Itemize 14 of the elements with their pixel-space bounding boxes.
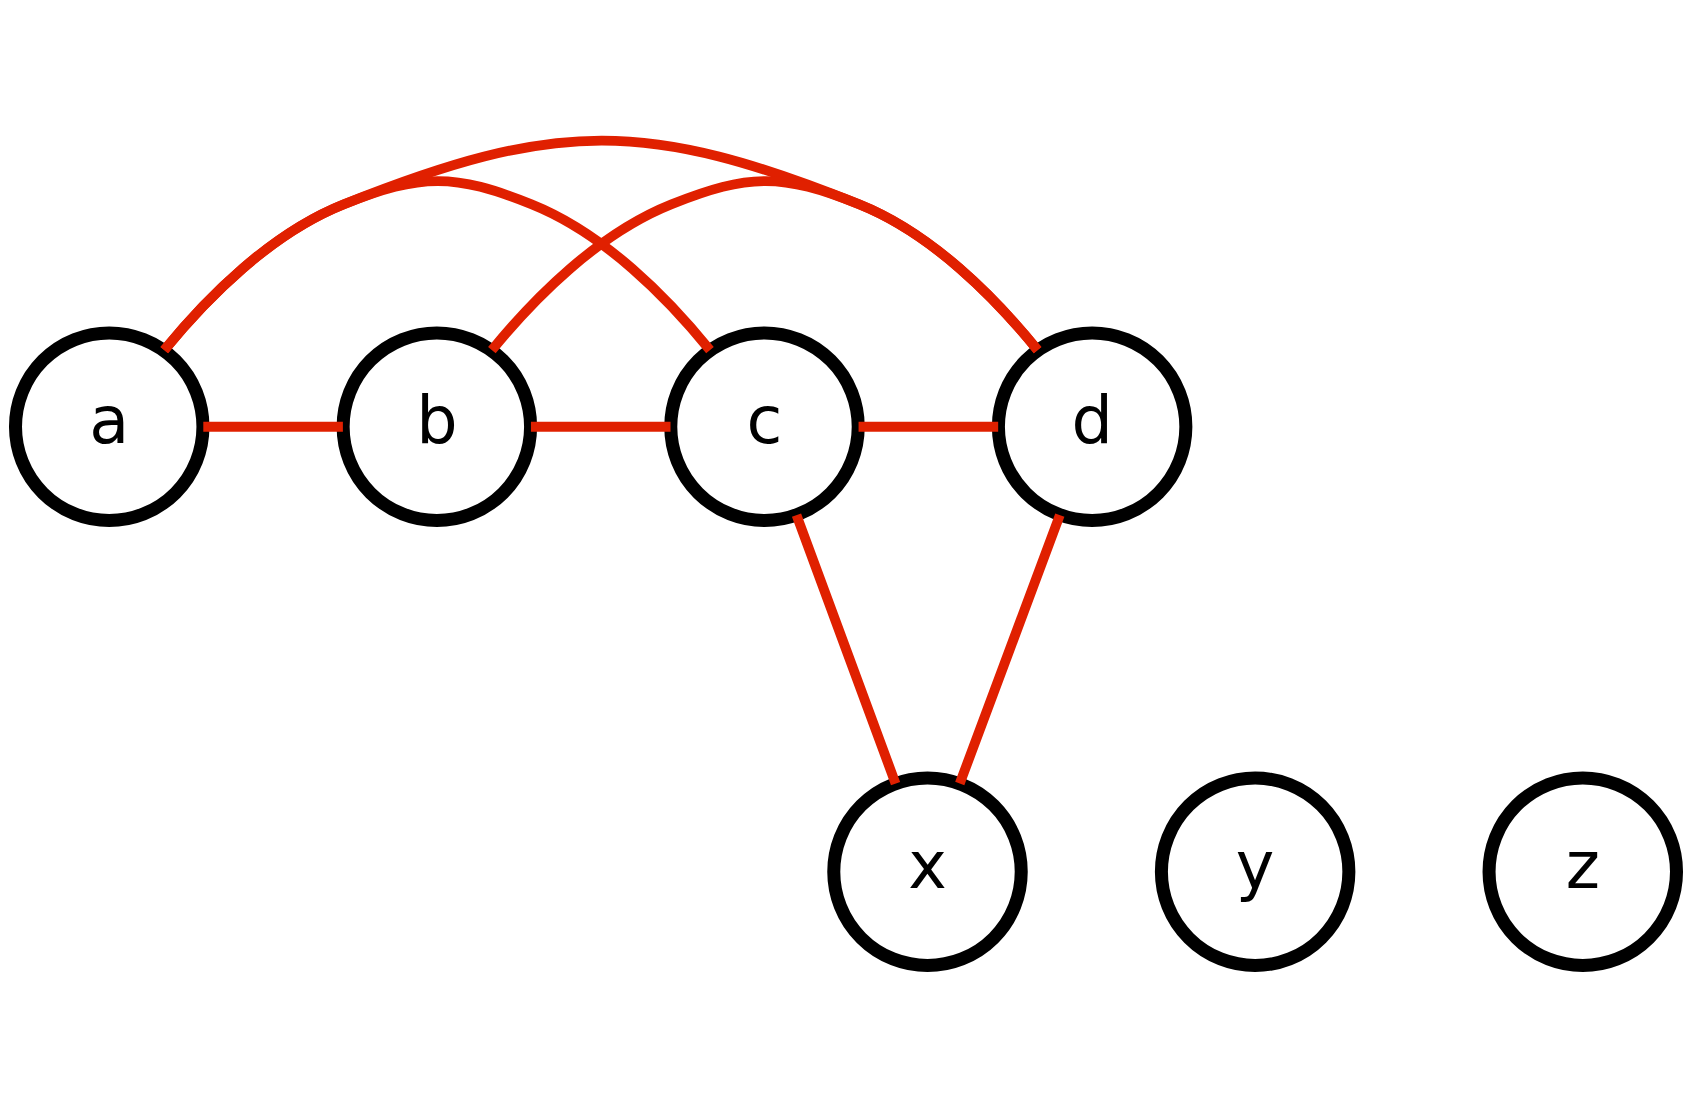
connector — [160, 135, 1042, 354]
node-circle: d — [991, 326, 1193, 527]
node-circle: z — [1482, 771, 1683, 972]
node-circle: a — [9, 326, 210, 527]
connector — [791, 513, 901, 786]
node-circle: x — [827, 771, 1028, 972]
connector — [488, 176, 1042, 354]
node-circle: b — [336, 326, 538, 527]
node-circle: c — [664, 326, 865, 527]
connector — [858, 421, 999, 432]
node-circle: y — [1154, 771, 1356, 972]
connector — [530, 421, 671, 432]
connector — [203, 421, 343, 432]
connector — [955, 513, 1065, 786]
